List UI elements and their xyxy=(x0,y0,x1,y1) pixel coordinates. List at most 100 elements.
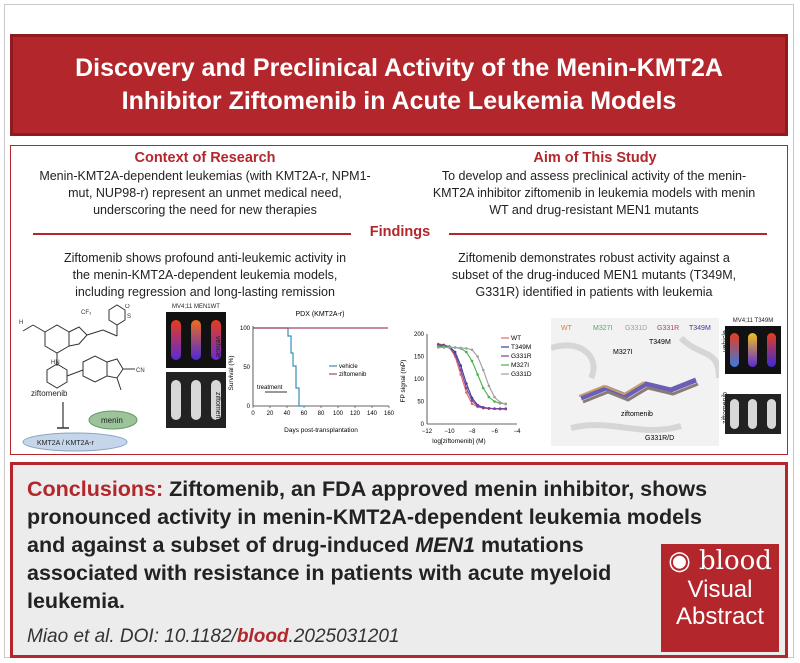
svg-text:CN: CN xyxy=(136,368,145,374)
conclusions-line-4: associated with resistance in patients w… xyxy=(27,561,612,585)
survival-x-tick: 40 xyxy=(284,411,291,417)
survival-vehicle-line xyxy=(253,327,305,407)
findings-right-text: Ziftomenib demonstrates robust activity … xyxy=(405,250,783,301)
findings-divider-right xyxy=(449,233,767,235)
fp-point xyxy=(487,395,491,399)
survival-x-tick: 0 xyxy=(251,411,255,417)
fp-series-line xyxy=(438,346,506,405)
fp-ylabel: FP signal (mP) xyxy=(400,360,407,403)
menin-label: menin xyxy=(101,416,123,425)
title-line-1: Discovery and Preclinical Activity of th… xyxy=(75,54,723,82)
findings-right-line-3: G331R) identified in patients with leuke… xyxy=(475,285,713,299)
badge-line-1: Visual xyxy=(687,576,753,603)
fp-point xyxy=(493,400,496,403)
survival-x-tick: 140 xyxy=(367,411,378,417)
aim-line-3: WT and drug-resistant MEN1 mutants xyxy=(489,203,699,217)
fp-point xyxy=(476,404,479,408)
findings-left-text: Ziftomenib shows profound anti-leukemic … xyxy=(19,250,391,301)
badge-line-2: Abstract xyxy=(675,603,765,630)
summary-panel: Context of Research Menin-KMT2A-dependen… xyxy=(10,145,788,455)
aim-line-1: To develop and assess preclinical activi… xyxy=(441,169,747,183)
fp-point xyxy=(465,386,468,390)
treatment-label: treatment xyxy=(257,385,283,391)
survival-legend-vehicle: vehicle xyxy=(339,364,358,370)
mouse-imaging-wt-title: MV4;11 MEN1WT xyxy=(172,304,220,310)
kmt2a-protein-shape xyxy=(22,432,128,452)
survival-chart-title: PDX (KMT2A-r) xyxy=(296,311,345,318)
t349m-vehicle-mice-image xyxy=(725,326,781,374)
page-title: Discovery and Preclinical Activity of th… xyxy=(75,52,723,118)
findings-right-line-2: subset of the drug-induced MEN1 mutants … xyxy=(451,268,737,282)
findings-left-line-2: the menin-KMT2A-dependent leukemia model… xyxy=(72,268,338,282)
kmt2a-label: KMT2A / KMT2A-r xyxy=(37,440,94,447)
fp-point xyxy=(498,401,502,404)
conclusions-label: Conclusions: xyxy=(27,477,164,501)
fp-point xyxy=(481,368,485,372)
context-line-3: underscoring the need for new therapies xyxy=(93,203,317,217)
fp-point xyxy=(465,391,468,394)
mice-ziftomenib-label: ziftomenib xyxy=(214,392,221,424)
fp-signal-chart: FP signal (mP) log[ziftomenib] (M) −12−1… xyxy=(400,332,532,445)
aim-text: To develop and assess preclinical activi… xyxy=(405,168,783,219)
fp-x-tick: −4 xyxy=(514,429,522,435)
aim-line-2: KMT2A inhibitor ziftomenib in leukemia m… xyxy=(432,186,756,200)
svg-text:H: H xyxy=(19,320,23,326)
survival-x-tick: 100 xyxy=(333,411,344,417)
fp-x-tick: −6 xyxy=(491,429,499,435)
fp-legend-label: T349M xyxy=(511,344,531,351)
fp-y-tick: 100 xyxy=(414,377,425,383)
fp-series-line xyxy=(438,346,506,405)
fp-legend-label: G331R xyxy=(511,353,532,360)
survival-y-tick: 0 xyxy=(247,404,251,410)
citation-suffix: .2025031201 xyxy=(288,626,400,647)
findings-right-line-1: Ziftomenib demonstrates robust activity … xyxy=(458,251,730,265)
context-line-1: Menin-KMT2A-dependent leukemias (with KM… xyxy=(39,169,371,183)
structure-variant-label: G331R xyxy=(657,325,679,332)
citation-prefix: Miao et al. DOI: 10.1182/ xyxy=(27,626,237,647)
fp-y-tick: 0 xyxy=(421,422,425,428)
findings-left-line-3: including regression and long-lasting re… xyxy=(75,285,335,299)
structure-variant-label: T349M xyxy=(689,325,711,332)
conclusions-line-3c: mutations xyxy=(474,533,584,557)
blood-brand-text: blood xyxy=(699,546,772,576)
conclusions-line-2: pronounced activity in menin-KMT2A-depen… xyxy=(27,505,702,529)
fp-point xyxy=(481,386,485,390)
structure-variant-label: G331D xyxy=(625,325,647,332)
fp-point xyxy=(476,373,479,376)
survival-ylabel: Survival (%) xyxy=(228,355,235,390)
survival-y-tick: 100 xyxy=(240,326,251,332)
fp-point xyxy=(465,350,468,354)
chemical-structure-icon xyxy=(22,304,135,391)
fp-y-tick: 50 xyxy=(417,400,424,406)
fp-point xyxy=(498,407,502,410)
fp-xlabel: log[ziftomenib] (M) xyxy=(432,438,485,445)
fp-point xyxy=(504,402,508,406)
title-banner: Discovery and Preclinical Activity of th… xyxy=(10,34,788,136)
visual-abstract-badge: ◉ blood Visual Abstract xyxy=(661,544,779,652)
survival-legend-ziftomenib: ziftomenib xyxy=(339,372,367,378)
conclusions-line-5: leukemia. xyxy=(27,589,125,613)
structure-variant-label: M327I xyxy=(593,325,613,332)
fp-point xyxy=(453,346,457,349)
title-line-2: Inhibitor Ziftomenib in Acute Leukemia M… xyxy=(121,87,677,115)
compound-label: ziftomenib xyxy=(31,389,68,398)
survival-xlabel: Days post-transplantation xyxy=(284,427,358,434)
survival-chart: PDX (KMT2A-r) Survival (%) Days post-tra… xyxy=(228,311,395,434)
callout-ziftomenib: ziftomenib xyxy=(621,411,653,418)
mice-vehicle-label: vehicle xyxy=(214,336,221,358)
fp-point xyxy=(504,407,508,410)
callout-g331: G331R/D xyxy=(645,435,674,442)
context-line-2: mut, NUP98-r) represent an unmet medical… xyxy=(68,186,342,200)
mouse-imaging-wt: MV4;11 MEN1WT xyxy=(166,304,226,434)
fp-point xyxy=(470,402,474,406)
fp-point xyxy=(459,346,463,350)
fp-legend-label: WT xyxy=(511,335,521,342)
survival-x-tick: 60 xyxy=(301,411,308,417)
fp-x-tick: −12 xyxy=(422,429,433,435)
fp-point xyxy=(436,346,440,349)
fp-legend-label: M327I xyxy=(511,362,529,369)
findings-title: Findings xyxy=(369,224,431,240)
svg-text:O: O xyxy=(125,304,130,310)
fp-point xyxy=(476,355,479,358)
